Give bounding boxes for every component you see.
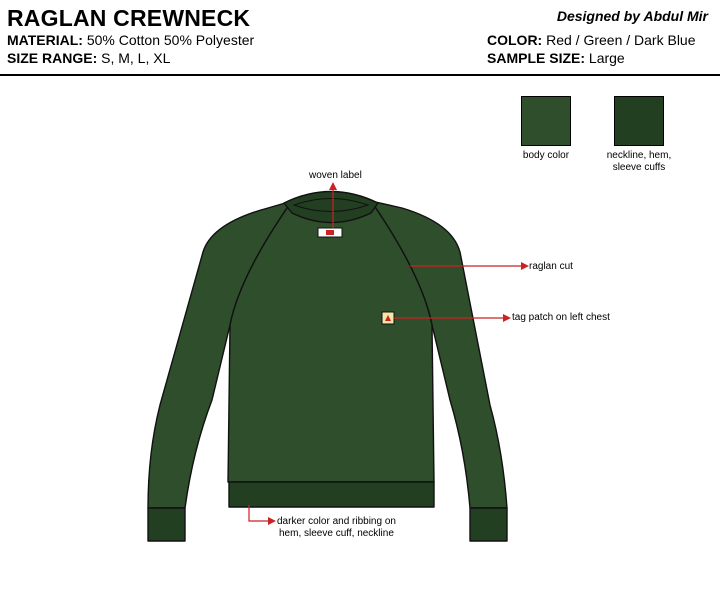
arrow-head-ribbing [268, 517, 276, 525]
left-cuff [147, 507, 186, 542]
ribbing-caption-line-2: sleeve cuffs [612, 162, 666, 173]
spec-header: RAGLAN CREWNECK MATERIAL: 50% Cotton 50%… [0, 0, 720, 76]
arrow-heads [268, 182, 529, 525]
callout-woven-label: woven label [309, 170, 362, 181]
size-range-label: SIZE RANGE: [7, 50, 98, 66]
callout-tag-patch: tag patch on left chest [512, 312, 610, 323]
arrow-head-woven [329, 182, 337, 190]
callout-raglan-cut: raglan cut [529, 261, 573, 272]
color-line: COLOR: Red / Green / Dark Blue [487, 32, 696, 48]
hem-band [228, 481, 435, 508]
designer-credit: Designed by Abdul Mir [556, 8, 708, 24]
body-color-caption-line: body color [522, 150, 570, 161]
woven-label-mark [326, 230, 334, 235]
callout-ribbing: darker color and ribbing on hem, sleeve … [277, 516, 396, 540]
inner-collar [292, 198, 370, 212]
sample-size-value: Large [588, 50, 625, 66]
arrow-head-raglan [521, 262, 529, 270]
body-color-caption: body color [491, 150, 601, 162]
garment-title: RAGLAN CREWNECK [7, 5, 251, 31]
sample-size-label: SAMPLE SIZE: [487, 50, 586, 66]
sample-size-line: SAMPLE SIZE: Large [487, 50, 625, 66]
body-color-swatch [521, 96, 571, 146]
material-label: MATERIAL: [7, 32, 83, 48]
callout-ribbing-line-1: darker color and ribbing on [277, 516, 396, 527]
color-label: COLOR: [487, 32, 543, 48]
arrow-head-tag [503, 314, 511, 322]
ribbing-color-caption: neckline, hem, sleeve cuffs [584, 150, 694, 174]
material-value: 50% Cotton 50% Polyester [86, 32, 255, 48]
size-range-value: S, M, L, XL [101, 50, 171, 66]
color-value: Red / Green / Dark Blue [546, 32, 696, 48]
chest-tag-mark [385, 315, 391, 321]
ribbing-color-swatch [614, 96, 664, 146]
material-line: MATERIAL: 50% Cotton 50% Polyester [7, 32, 254, 48]
ribbing-caption-line-1: neckline, hem, [606, 150, 672, 161]
size-range-line: SIZE RANGE: S, M, L, XL [7, 50, 170, 66]
callout-ribbing-line-2: hem, sleeve cuff, neckline [279, 528, 394, 539]
right-cuff [469, 507, 508, 542]
ribbing-arrow [248, 505, 270, 522]
